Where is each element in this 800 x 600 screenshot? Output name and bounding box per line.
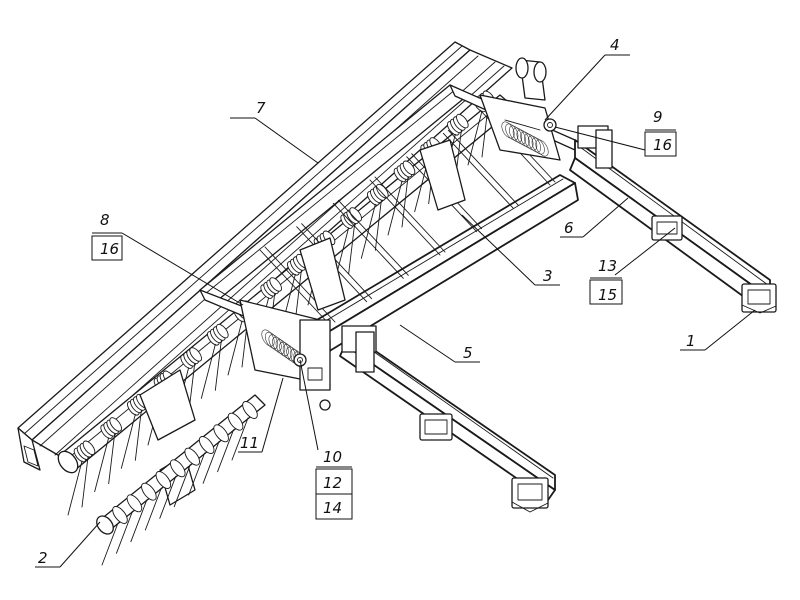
svg-text:4: 4 xyxy=(610,36,620,54)
svg-text:5: 5 xyxy=(463,344,473,362)
drawbar-lower xyxy=(339,325,556,513)
frame-ribs xyxy=(259,106,556,326)
svg-text:2: 2 xyxy=(38,549,48,567)
spring-coil xyxy=(261,329,275,347)
roller-tine xyxy=(231,417,249,461)
roller-tine xyxy=(188,452,206,496)
svg-text:1: 1 xyxy=(686,332,696,350)
roller-coil xyxy=(141,482,157,501)
roller-coil xyxy=(155,471,172,489)
callout-10: 10 12 14 xyxy=(315,448,353,520)
callout-4: 4 xyxy=(610,36,620,54)
frame-rib xyxy=(369,179,441,256)
leader-lines xyxy=(35,54,756,568)
front-roller xyxy=(96,394,266,566)
roller-coil xyxy=(112,506,128,524)
roller-tine xyxy=(101,522,119,566)
spring-coil xyxy=(535,139,549,157)
callout-7: 7 xyxy=(256,99,266,117)
svg-text:11: 11 xyxy=(240,434,259,452)
spring-coil xyxy=(531,137,545,155)
spring-coil xyxy=(509,125,523,143)
pivot-arms xyxy=(139,139,466,506)
callout-1: 1 xyxy=(686,332,696,350)
roller-tine xyxy=(173,464,191,508)
spring-coil xyxy=(516,129,530,147)
spring-coil xyxy=(272,336,286,354)
svg-text:16: 16 xyxy=(100,240,119,258)
svg-text:16: 16 xyxy=(653,136,672,154)
spring-coil xyxy=(279,341,293,359)
spring-coil xyxy=(527,135,541,153)
spring-assembly-upper xyxy=(479,57,561,161)
roller-coil xyxy=(198,436,215,454)
roller-coil xyxy=(242,401,258,419)
callout-2: 2 xyxy=(38,549,48,567)
roller-tine xyxy=(217,429,235,473)
spring-coil xyxy=(512,127,526,145)
callout-5: 5 xyxy=(463,344,473,362)
main-frame xyxy=(199,84,579,359)
frame-rib xyxy=(332,202,404,279)
svg-text:10: 10 xyxy=(323,448,342,466)
spring-coil xyxy=(505,123,519,141)
spring-assembly-lower xyxy=(239,299,331,411)
spring-coil xyxy=(275,339,289,357)
tine xyxy=(387,160,416,236)
callout-11: 11 xyxy=(240,434,259,452)
svg-text:8: 8 xyxy=(100,211,110,229)
spring-coil xyxy=(501,121,515,139)
frame-rib xyxy=(259,249,331,326)
svg-text:13: 13 xyxy=(598,257,617,275)
roller-coil xyxy=(213,424,229,443)
roller-tine xyxy=(144,487,162,531)
roller-tine xyxy=(130,499,148,543)
roller-coil xyxy=(184,447,200,466)
callout-3: 3 xyxy=(543,267,553,285)
svg-text:12: 12 xyxy=(323,474,342,492)
frame-rib xyxy=(301,223,373,300)
frame-rib xyxy=(264,246,336,323)
frame-rib xyxy=(337,199,409,276)
svg-text:15: 15 xyxy=(598,286,617,304)
spring-coil xyxy=(265,331,279,349)
roller-coil xyxy=(170,459,186,478)
callout-13: 13 15 xyxy=(589,257,623,305)
tine xyxy=(67,440,96,516)
svg-text:14: 14 xyxy=(323,499,342,517)
callout-6: 6 xyxy=(564,219,574,237)
svg-text:3: 3 xyxy=(543,267,553,285)
tine xyxy=(200,323,229,399)
svg-text:9: 9 xyxy=(653,108,663,126)
spring-coil xyxy=(520,131,534,149)
frame-rib xyxy=(442,132,514,209)
tine xyxy=(360,183,389,259)
svg-text:7: 7 xyxy=(256,99,266,117)
tine xyxy=(94,417,122,493)
tine xyxy=(280,253,309,329)
roller-coil xyxy=(227,412,244,431)
svg-text:6: 6 xyxy=(564,219,574,237)
roller-tine xyxy=(159,475,177,519)
roller-tine xyxy=(202,440,220,484)
spring-coil xyxy=(268,334,282,352)
drawbar-right xyxy=(569,125,777,314)
frame-rib xyxy=(374,176,446,253)
frame-rib xyxy=(447,129,519,206)
roller-coil xyxy=(126,494,143,513)
callout-8: 8 16 xyxy=(91,211,123,261)
spring-coil xyxy=(524,133,538,151)
roller-tine xyxy=(115,510,133,554)
callout-9: 9 16 xyxy=(644,108,677,157)
